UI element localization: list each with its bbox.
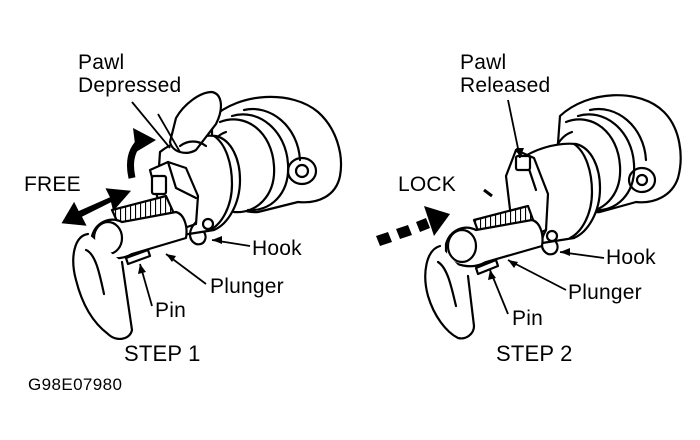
step2-hand — [424, 244, 476, 340]
step2-hook-label: Hook — [606, 246, 656, 269]
step1-plunger-label: Plunger — [210, 275, 284, 298]
step2-assembly — [424, 94, 682, 340]
step2-pawl-label-line1: Pawl — [460, 51, 507, 74]
figure-code: G98E07980 — [28, 375, 123, 394]
step2-pin — [474, 258, 500, 276]
step2-pawl-label-line2: Released — [460, 74, 551, 97]
step2-direction-label: LOCK — [398, 173, 456, 196]
step1-thumb — [168, 90, 222, 154]
step1-curved-arrow — [126, 128, 156, 179]
step1-pin — [124, 248, 152, 266]
step1-pawl-label-line1: Pawl — [78, 51, 125, 74]
step1-direction-label: FREE — [24, 173, 81, 196]
step1-hook — [188, 220, 207, 246]
step1-title: STEP 1 — [124, 341, 201, 366]
step1-free-arrow — [61, 188, 132, 226]
step2-lock-arrow — [376, 188, 493, 246]
step1-assembly — [72, 90, 343, 340]
step1-pin-label: Pin — [155, 299, 186, 322]
step1-hook-label: Hook — [252, 237, 302, 260]
step2-pin-label: Pin — [512, 307, 543, 330]
step2-title: STEP 2 — [496, 341, 573, 366]
step2-plunger-label: Plunger — [568, 281, 642, 304]
step1-pawl-label-line2: Depressed — [78, 74, 182, 97]
